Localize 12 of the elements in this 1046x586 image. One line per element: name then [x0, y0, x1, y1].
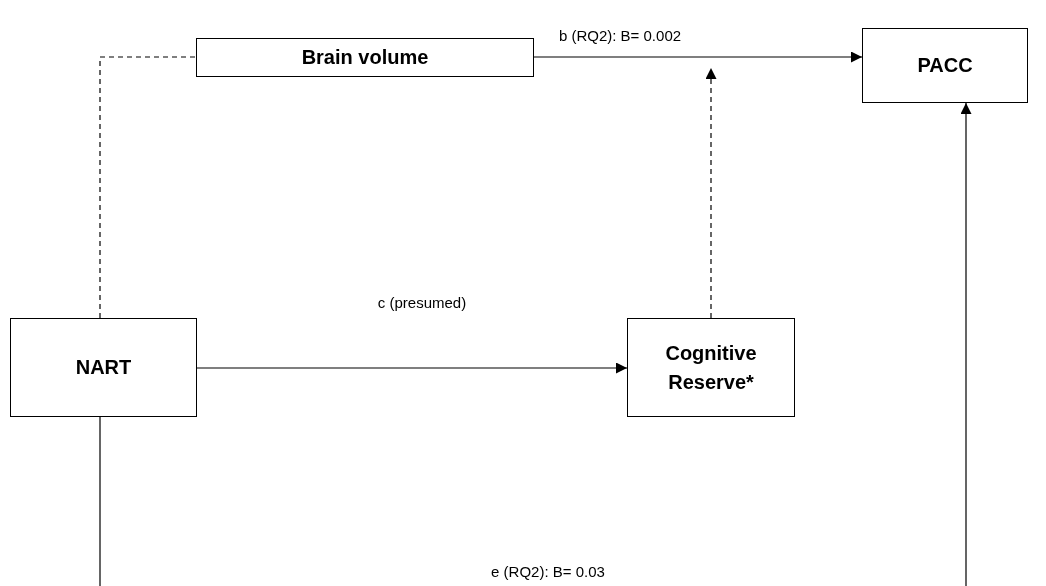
arrow: [99, 102, 972, 586]
arrow: [705, 67, 717, 319]
arrow: [533, 51, 863, 63]
box-title: Brain volume: [301, 45, 429, 70]
box-title: NART: [75, 355, 132, 380]
arrow: [196, 362, 628, 374]
process-box: [862, 28, 1028, 103]
process-box: [196, 38, 534, 77]
process-box: [627, 318, 795, 417]
box-title: Cognitive Reserve*: [664, 340, 758, 395]
process-box: [10, 318, 197, 417]
box-title: PACC: [917, 53, 973, 78]
